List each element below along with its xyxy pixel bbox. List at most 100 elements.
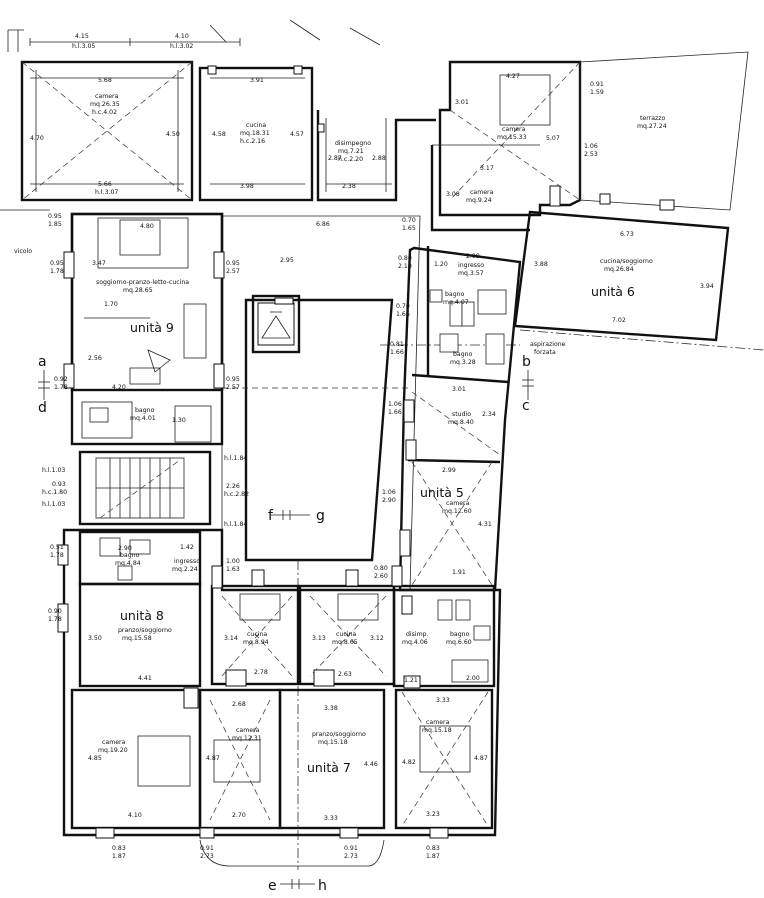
room-name: disimp.: [406, 631, 429, 638]
dimension: 1.59: [590, 89, 604, 96]
dimension: 2.95: [280, 257, 294, 264]
dimension: 1.06: [382, 489, 396, 496]
dimension: 4.58: [212, 131, 226, 138]
dimension: 4.57: [290, 131, 304, 138]
dimension: 4.50: [166, 131, 180, 138]
dimension: 0.91: [590, 81, 604, 88]
dimension: 2.38: [342, 183, 356, 190]
dimension: 4.31: [478, 521, 492, 528]
dimension: 0.95: [50, 260, 64, 267]
room-height: h.c.2.16: [240, 138, 265, 145]
dimension: h.l.3.02: [170, 43, 193, 50]
dimension: 5.68: [98, 77, 112, 84]
room-name: camera: [95, 93, 119, 100]
dimension: 2.26: [226, 483, 240, 490]
dimension: 2.99: [442, 467, 456, 474]
room-area: mq.7.21: [338, 148, 364, 155]
dimension: 2.73: [200, 853, 214, 860]
room-name: camera: [236, 727, 260, 734]
room-name: cucina: [247, 631, 267, 638]
dimension: 6.86: [316, 221, 330, 228]
north-wing: [0, 19, 436, 211]
dimension: 1.85: [48, 221, 62, 228]
room-area: mq.4.06: [402, 639, 428, 646]
dimension: 1.20: [434, 261, 448, 268]
dimension: 2.78: [254, 669, 268, 676]
room-name: soggiorno-pranzo-letto-cucina: [96, 279, 189, 286]
room-area: mq.4.84: [115, 560, 141, 567]
dimension: 4.46: [364, 761, 378, 768]
dimension: 4.80: [140, 223, 154, 230]
room-name: cucina: [336, 631, 356, 638]
dimension: 2.68: [232, 701, 246, 708]
unit-7-label: unità 7: [307, 760, 351, 775]
dimension: 1.66: [388, 409, 402, 416]
room-name: camera: [446, 500, 470, 507]
dimension: 0.70: [402, 217, 416, 224]
room-area: mq.15.58: [122, 635, 152, 642]
dimension: 4.82: [402, 759, 416, 766]
room-name: pranzo/soggiorno: [118, 627, 172, 634]
dimension: 0.51: [50, 544, 64, 551]
section-markers: [38, 370, 534, 889]
dimension: h.l.3.05: [72, 43, 95, 50]
dimension: 3.50: [88, 635, 102, 642]
dimension: 2.57: [226, 384, 240, 391]
dimension-labels: 4.15 h.l.3.05 4.10 h.l.3.02 5.68 3.91 4.…: [30, 33, 714, 860]
dimension: 1.87: [426, 853, 440, 860]
dimension: 1.78: [50, 268, 64, 275]
dimension: 3.08: [446, 191, 460, 198]
room-area: mq.3.28: [450, 359, 476, 366]
dimension: 1.21: [404, 677, 418, 684]
dimension: h.c.2.82: [224, 491, 249, 498]
dimension: 1.66: [390, 349, 404, 356]
dimension: 0.80: [374, 565, 388, 572]
dimension: 0.91: [200, 845, 214, 852]
section-label: f: [268, 508, 274, 524]
dimension: h.l.3.07: [95, 189, 118, 196]
dimension: 5.07: [546, 135, 560, 142]
room-area: mq.28.65: [123, 287, 153, 294]
room-area: mq.6.60: [446, 639, 472, 646]
dimension: 3.13: [312, 635, 326, 642]
room-area: mq.8.65: [332, 639, 358, 646]
dimension: h.l.1.03: [42, 501, 65, 508]
dimension: 3.01: [455, 99, 469, 106]
room-name: terrazzo: [640, 115, 665, 122]
room-name: camera: [426, 719, 450, 726]
dimension: 1.06: [388, 401, 402, 408]
room-name: bagno: [453, 351, 473, 358]
dimension: h.l.1.84: [224, 521, 247, 528]
dimension: 1.65: [402, 225, 416, 232]
dimension: 1.87: [112, 853, 126, 860]
room-name: camera: [470, 189, 494, 196]
room-area: mq.26.84: [604, 266, 634, 273]
dimension: 0.70: [396, 303, 410, 310]
dimension: 2.87: [328, 155, 342, 162]
section-label: e: [268, 878, 277, 894]
dimension: 2.88: [372, 155, 386, 162]
lower-block: [57, 528, 502, 867]
dimension: 3.12: [370, 635, 384, 642]
dimension: 2.63: [338, 671, 352, 678]
room-name: disimpegno: [335, 140, 371, 147]
dimension: 2.34: [482, 411, 496, 418]
room-area: mq.8.94: [243, 639, 269, 646]
room-name: bagno: [450, 631, 470, 638]
room-area: mq.4.01: [130, 415, 156, 422]
room-area: mq.15.18: [318, 739, 348, 746]
dimension: 4.87: [206, 755, 220, 762]
dimension: 7.02: [612, 317, 626, 324]
dimension: 2.90: [382, 497, 396, 504]
dimension: 3.33: [324, 815, 338, 822]
note-label: aspirazione: [530, 341, 566, 348]
dimension: 2.53: [584, 151, 598, 158]
dimension: 3.98: [240, 183, 254, 190]
room-area: mq.3.57: [458, 270, 484, 277]
room-area: mq.8.40: [448, 419, 474, 426]
dimension: 1.06: [584, 143, 598, 150]
unit-5-label: unità 5: [420, 485, 464, 500]
dimension: 0.95: [226, 260, 240, 267]
unit-8-label: unità 8: [120, 608, 164, 623]
dimension: 6.73: [620, 231, 634, 238]
